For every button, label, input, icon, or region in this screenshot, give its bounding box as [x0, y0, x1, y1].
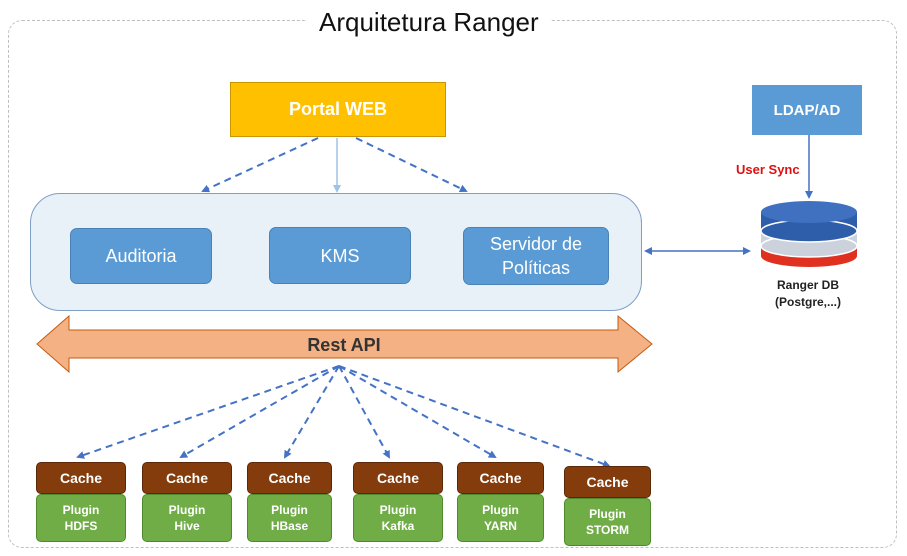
servidor-politicas-line2: Políticas: [501, 258, 571, 278]
plugin-hive-line2: Hive: [174, 519, 200, 533]
ldap-ad-box: LDAP/AD: [752, 85, 862, 135]
arrow-api-storm: [338, 365, 611, 468]
arrow-portal-auditoria: [201, 137, 319, 193]
arrow-api-hdfs: [76, 365, 340, 459]
rest-api-label: Rest API: [307, 335, 381, 355]
ranger-db-line2: (Postgre,...): [774, 295, 841, 309]
arrow-api-hive: [179, 365, 340, 458]
plugin-kafka-line1: Plugin: [379, 503, 417, 517]
page-title: Arquitetura Ranger: [307, 6, 551, 38]
plugin-hive-line1: Plugin: [168, 503, 206, 517]
user-sync-label: User Sync: [736, 162, 800, 177]
plugin-hbase-line1: Plugin: [271, 503, 308, 517]
servidor-politicas-box: Servidor de Políticas: [463, 227, 609, 285]
plugin-hdfs-line2: HDFS: [64, 519, 98, 533]
cache-box-kafka: Cache: [353, 462, 443, 494]
ranger-db-label: Ranger DB (Postgre,...): [742, 277, 874, 311]
plugin-storm-line2: STORM: [585, 523, 630, 537]
arrow-portal-politicas: [355, 137, 468, 192]
auditoria-box: Auditoria: [70, 228, 212, 284]
ranger-db-line1: Ranger DB: [776, 278, 839, 292]
cache-box-storm: Cache: [564, 466, 651, 498]
cache-box-hbase: Cache: [247, 462, 332, 494]
arrow-api-yarn: [338, 365, 497, 459]
cache-box-hdfs: Cache: [36, 462, 126, 494]
plugin-hdfs-line1: Plugin: [62, 503, 100, 517]
portal-web-box: Portal WEB: [230, 82, 446, 137]
cache-box-hive: Cache: [142, 462, 232, 494]
plugin-hbase-line2: HBase: [270, 519, 309, 533]
kms-box: KMS: [269, 227, 411, 284]
arrow-api-kafka: [338, 365, 390, 459]
plugin-yarn-line2: YARN: [484, 519, 517, 533]
rest-api-arrow: [36, 314, 653, 374]
arrow-api-hbase: [283, 365, 340, 459]
plugin-yarn-line1: Plugin: [482, 503, 519, 517]
servidor-politicas-line1: Servidor de: [489, 234, 583, 254]
cache-box-yarn: Cache: [457, 462, 544, 494]
plugin-storm-line1: Plugin: [589, 507, 626, 521]
plugin-kafka-line2: Kafka: [381, 519, 415, 533]
database-icon: [760, 201, 858, 267]
